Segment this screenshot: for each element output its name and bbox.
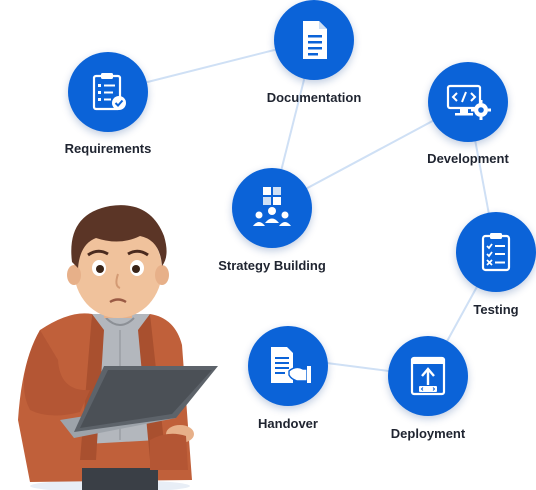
- code-monitor-gear-icon: [446, 84, 491, 120]
- node-handover: [248, 326, 328, 406]
- checklist-clipboard-icon: [92, 73, 126, 111]
- node-requirements: [68, 52, 148, 132]
- deploy-window-icon: [410, 356, 446, 396]
- label-handover: Handover: [258, 416, 318, 431]
- label-development: Development: [427, 151, 509, 166]
- document-icon: [303, 21, 327, 59]
- test-clipboard-icon: [481, 233, 511, 272]
- label-documentation: Documentation: [266, 90, 362, 105]
- node-testing: [456, 212, 536, 292]
- team-puzzle-icon: [253, 187, 291, 226]
- node-strategy-building: [232, 168, 312, 248]
- node-development: [428, 62, 508, 142]
- node-deployment: [388, 336, 468, 416]
- handover-document-icon: [271, 347, 311, 383]
- label-requirements: Requirements: [64, 141, 152, 156]
- label-strategy-building: Strategy Building: [218, 258, 326, 273]
- label-testing: Testing: [473, 302, 519, 317]
- node-documentation: [274, 0, 354, 80]
- label-deployment: Deployment: [390, 426, 466, 441]
